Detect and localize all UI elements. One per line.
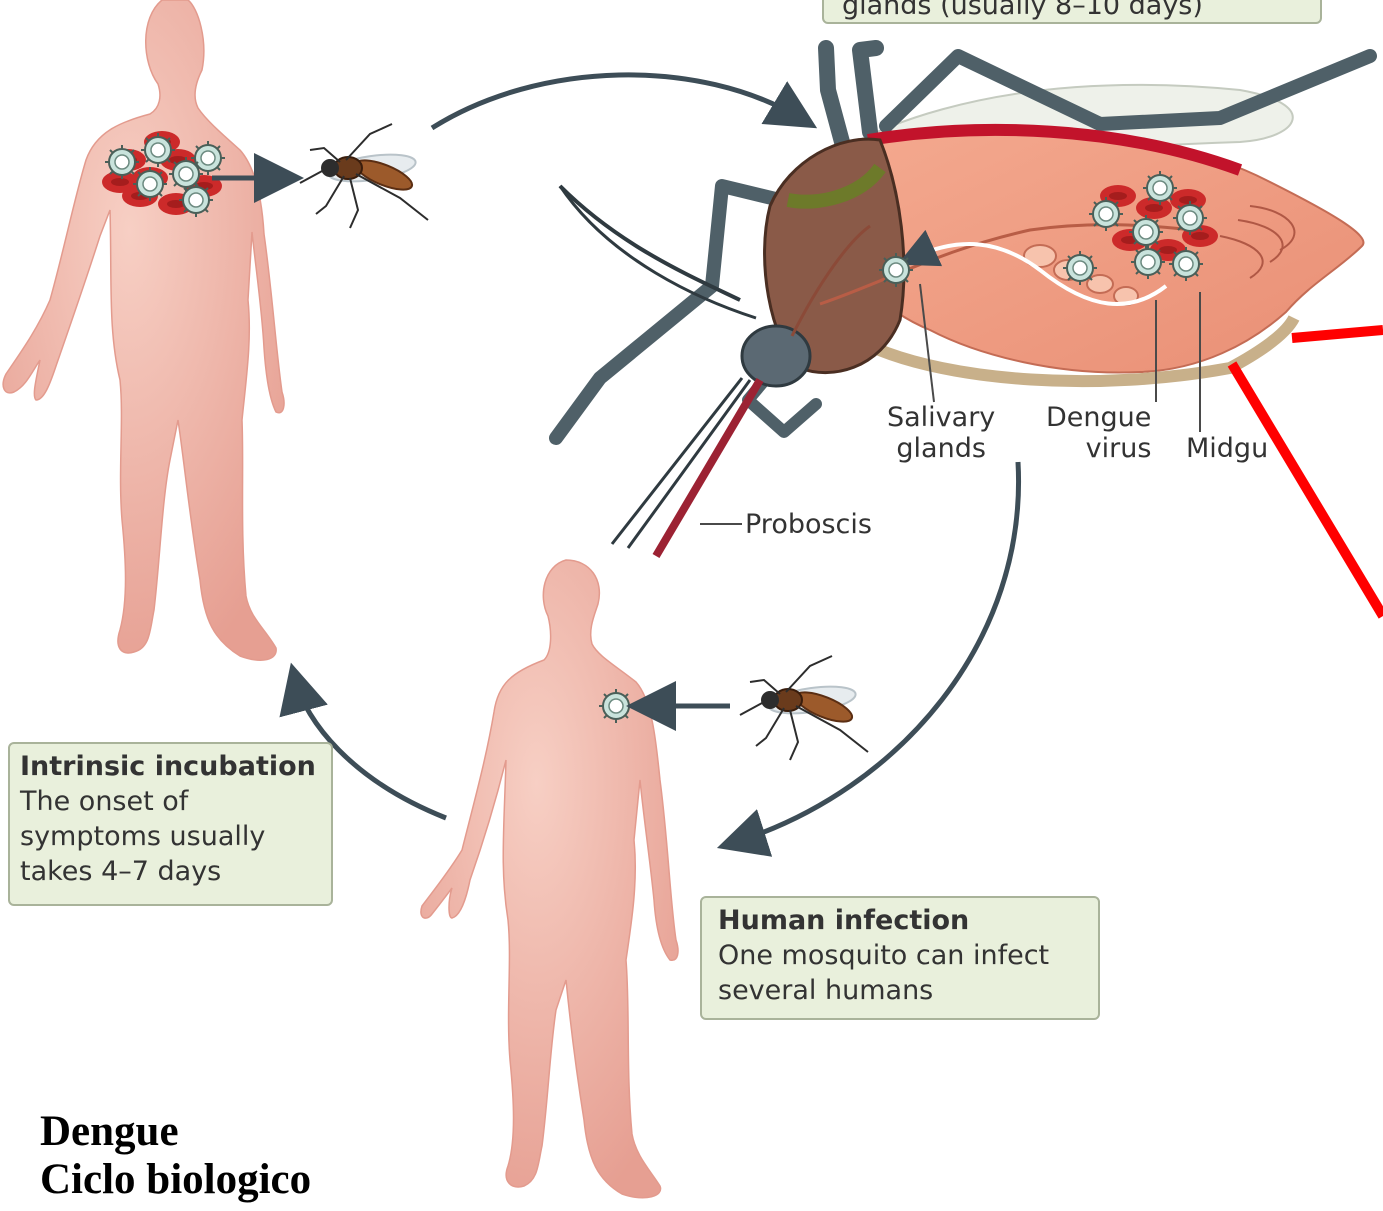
salivary-virus bbox=[879, 253, 913, 287]
red-annotation-line-top bbox=[1292, 330, 1383, 338]
dengue-virus-label: Dengue virus bbox=[1046, 402, 1151, 464]
caption-line-2: Ciclo biologico bbox=[40, 1156, 311, 1204]
red-annotation-line-diagonal bbox=[1232, 364, 1383, 616]
extrinsic-incubation-box: glands (usually 8–10 days) bbox=[822, 0, 1322, 24]
human-infection-line-1: One mosquito can infect bbox=[718, 938, 1082, 973]
intrinsic-incubation-box: Intrinsic incubation The onset of sympto… bbox=[8, 742, 333, 906]
mosquito-small-bottom bbox=[740, 656, 868, 760]
caption: Dengue Ciclo biologico bbox=[40, 1108, 311, 1204]
human-figure-center bbox=[421, 560, 678, 1198]
intrinsic-incubation-title: Intrinsic incubation bbox=[20, 750, 321, 784]
mosquito-small-top bbox=[300, 124, 428, 228]
bite-site-virus bbox=[599, 689, 633, 723]
human-figure-left bbox=[3, 0, 284, 660]
dengue-label-line1: Dengue bbox=[1046, 402, 1151, 433]
proboscis-label: Proboscis bbox=[745, 509, 872, 540]
intrinsic-line-3: takes 4–7 days bbox=[20, 854, 321, 889]
arrow-to-large-mosquito bbox=[432, 75, 800, 128]
human-infection-box: Human infection One mosquito can infect … bbox=[700, 896, 1100, 1020]
salivary-label-line1: Salivary bbox=[887, 402, 995, 433]
extrinsic-incubation-text: glands (usually 8–10 days) bbox=[842, 0, 1302, 23]
midgut-label: Midgu bbox=[1186, 433, 1280, 464]
caption-line-1: Dengue bbox=[40, 1108, 311, 1156]
salivary-label-line2: glands bbox=[887, 433, 995, 464]
mosquito-large bbox=[556, 48, 1370, 556]
salivary-glands-label: Salivary glands bbox=[887, 402, 995, 464]
human-infection-line-2: several humans bbox=[718, 973, 1082, 1008]
dengue-label-line2: virus bbox=[1046, 433, 1151, 464]
intrinsic-line-1: The onset of bbox=[20, 784, 321, 819]
mosquito-head bbox=[742, 326, 810, 386]
human-infection-title: Human infection bbox=[718, 904, 1082, 938]
intrinsic-line-2: symptoms usually bbox=[20, 819, 321, 854]
